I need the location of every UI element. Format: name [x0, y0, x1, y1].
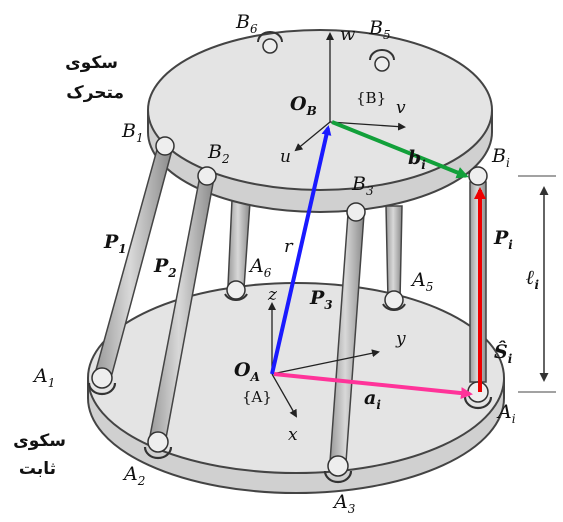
vector-r — [270, 125, 332, 375]
label-w: w — [340, 24, 356, 45]
label-moving-line1: سکوی — [65, 53, 118, 73]
label-ob: OB — [290, 93, 317, 118]
label-ai: Ai — [496, 401, 516, 426]
joint-b3 — [346, 202, 366, 222]
vector-b — [331, 120, 469, 179]
label-p1: P1 — [103, 231, 127, 256]
label-fixed-line1: سکوی — [13, 431, 66, 451]
joint-b2 — [197, 166, 217, 186]
label-p3: P3 — [309, 287, 333, 312]
label-fixed-line2: ثابت — [19, 459, 56, 479]
label-z: z — [267, 285, 278, 305]
label-frame-b: {B} — [356, 89, 386, 107]
joint-a6 — [224, 280, 248, 301]
label-b2: B2 — [207, 141, 230, 166]
joint-b6 — [257, 31, 283, 54]
label-b6: B6 — [235, 11, 258, 36]
label-a2: A2 — [122, 463, 145, 488]
vector-a — [273, 372, 473, 400]
frame-a-axes — [268, 302, 380, 418]
joint-a1 — [87, 367, 117, 396]
dimension-li — [518, 175, 556, 393]
label-r: r — [284, 236, 294, 257]
label-frame-a: {A} — [242, 388, 272, 406]
joint-a2 — [143, 431, 173, 460]
label-a6: A6 — [248, 255, 272, 280]
joint-b5 — [369, 49, 395, 72]
label-bi-vec: bi — [408, 147, 426, 172]
joint-bi — [468, 166, 488, 186]
label-v: v — [396, 98, 406, 118]
label-a5: A5 — [410, 269, 433, 294]
label-oa: OA — [234, 359, 260, 384]
label-ai-vec: ai — [364, 387, 381, 412]
label-bi: Bi — [491, 145, 510, 170]
label-b1: B1 — [121, 120, 144, 145]
label-a3: A3 — [332, 491, 356, 516]
joint-a3 — [323, 455, 353, 484]
joint-b1 — [155, 136, 175, 156]
label-y: y — [395, 329, 406, 349]
label-a1: A1 — [32, 365, 55, 390]
label-p2: P2 — [153, 255, 177, 280]
label-b3: B3 — [351, 173, 374, 198]
label-x: x — [288, 425, 298, 445]
label-pi: Pi — [493, 227, 513, 252]
label-moving-line2: متحرک — [66, 83, 124, 103]
label-u: u — [280, 147, 291, 167]
label-b5: B5 — [368, 17, 391, 42]
label-si: Ŝi — [494, 340, 513, 366]
label-li: ℓi — [526, 265, 540, 292]
joint-a5 — [382, 290, 406, 311]
fixed-platform — [87, 282, 505, 494]
